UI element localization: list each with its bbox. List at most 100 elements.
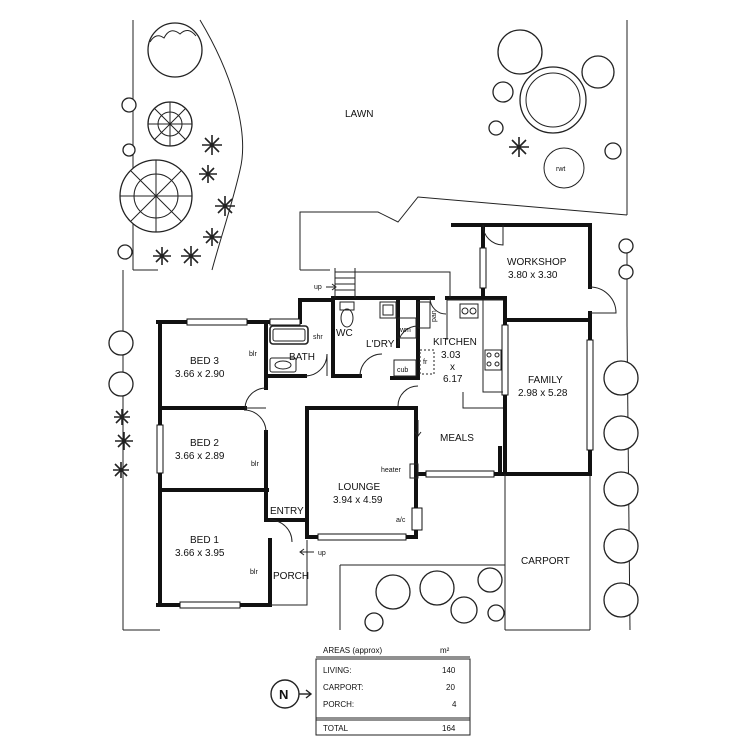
- blr-label: blr: [251, 461, 259, 468]
- areas-row-value: 4: [452, 700, 457, 709]
- bathtub: [269, 325, 309, 345]
- palm-icon: [181, 246, 201, 266]
- palm-icon: [215, 196, 235, 216]
- family-size: 2.98 x 5.28: [518, 388, 568, 399]
- areas-row-value: 20: [446, 683, 455, 692]
- palm-icon: [115, 432, 133, 450]
- palm-icon: [203, 228, 221, 246]
- shrub: [117, 244, 133, 260]
- heater: [409, 463, 419, 479]
- shrub: [108, 330, 134, 356]
- kitchen-dim2: x: [450, 362, 455, 373]
- site-boundary: [122, 19, 631, 631]
- ldry-label: L'DRY: [366, 339, 395, 350]
- shrub: [477, 567, 503, 593]
- fr-label: fr: [423, 359, 428, 366]
- carport-label: CARPORT: [521, 556, 570, 567]
- rwt-label: rwt: [556, 166, 565, 173]
- shrub: [364, 612, 384, 632]
- cupboard: [393, 359, 417, 377]
- areas-row-label: CARPORT:: [323, 683, 363, 692]
- areas-title: AREAS (approx): [323, 646, 382, 655]
- ac-label: a/c: [396, 517, 406, 524]
- fridge: [419, 349, 435, 375]
- heater-label: heater: [381, 467, 402, 474]
- windows: [156, 247, 594, 609]
- toilet: [340, 308, 354, 328]
- bed3-size: 3.66 x 2.90: [175, 369, 225, 380]
- kitchen-dim1: 3.03: [441, 350, 461, 361]
- blr-label: blr: [249, 351, 257, 358]
- shrub: [122, 143, 136, 157]
- pan-label: pan: [431, 310, 438, 322]
- up-label-porch: up: [318, 550, 326, 557]
- washing-machine: [397, 317, 417, 339]
- tree-canopy: [497, 29, 543, 75]
- up-label-rear: up: [314, 284, 322, 291]
- rear-steps: [326, 268, 356, 298]
- tree-canopy-right: [519, 66, 587, 134]
- areas-total-value: 164: [442, 724, 456, 733]
- arrow-icon: [414, 420, 422, 437]
- lounge-size: 3.94 x 4.59: [333, 495, 383, 506]
- bath-label: BATH: [289, 352, 315, 363]
- porch-outline: [270, 540, 308, 606]
- shrub: [488, 120, 504, 136]
- basin: [269, 357, 297, 373]
- kitchen-dim3: 6.17: [443, 374, 463, 385]
- shrub: [603, 415, 639, 451]
- doors: [243, 224, 617, 543]
- shrub: [618, 238, 634, 254]
- shrub: [450, 596, 478, 624]
- tree-circle-large: [119, 159, 193, 233]
- shrub: [375, 574, 411, 610]
- wc-label: WC: [336, 328, 353, 339]
- shrub: [603, 471, 639, 507]
- shrub: [618, 264, 634, 280]
- labels: LAWN up up BED 3 3.66 x 2.90 blr BED 2 3…: [175, 109, 570, 582]
- workshop-name: WORKSHOP: [507, 257, 567, 268]
- blr-label: blr: [250, 569, 258, 576]
- bed2-size: 3.66 x 2.89: [175, 451, 225, 462]
- shrub: [108, 371, 134, 397]
- laundry-tub: [379, 301, 397, 319]
- pantry: [417, 301, 431, 329]
- porch-label: PORCH: [273, 571, 309, 582]
- palm-icon: [153, 247, 171, 265]
- bed2-name: BED 2: [190, 438, 219, 449]
- shr-label: shr: [313, 334, 323, 341]
- north-arrow-icon: N: [270, 679, 313, 709]
- workshop-size: 3.80 x 3.30: [508, 270, 558, 281]
- shrub: [603, 582, 639, 618]
- north-label: N: [279, 687, 288, 702]
- kitchen-sink: [459, 303, 479, 319]
- palm-icon: [113, 462, 129, 478]
- wm-label: wm: [399, 327, 411, 334]
- bed3-name: BED 3: [190, 356, 219, 367]
- areas-row-label: PORCH:: [323, 700, 354, 709]
- shrub: [487, 604, 505, 622]
- palm-icon: [199, 165, 217, 183]
- shrub: [603, 360, 639, 396]
- fixtures: [269, 268, 506, 630]
- shrub: [603, 528, 639, 564]
- areas-table: AREAS (approx) m² LIVING: 140 CARPORT: 2…: [315, 646, 471, 736]
- areas-unit: m²: [440, 646, 450, 655]
- entry-label: ENTRY: [270, 506, 304, 517]
- palm-icon: [202, 135, 222, 155]
- shrub: [419, 570, 455, 606]
- tree-circle-small: [147, 101, 193, 147]
- tree-canopy: [147, 22, 203, 78]
- shrub: [604, 142, 622, 160]
- family-name: FAMILY: [528, 375, 563, 386]
- kitchen-name: KITCHEN: [433, 337, 477, 348]
- palm-icon: [114, 409, 130, 425]
- meals-label: MEALS: [440, 433, 474, 444]
- bed1-name: BED 1: [190, 535, 219, 546]
- toilet-cistern: [339, 301, 355, 311]
- trees: rwt: [108, 22, 639, 632]
- cooktop: [484, 349, 502, 371]
- areas-total-label: TOTAL: [323, 724, 349, 733]
- bench-return: [462, 392, 503, 409]
- lawn-label: LAWN: [345, 109, 374, 120]
